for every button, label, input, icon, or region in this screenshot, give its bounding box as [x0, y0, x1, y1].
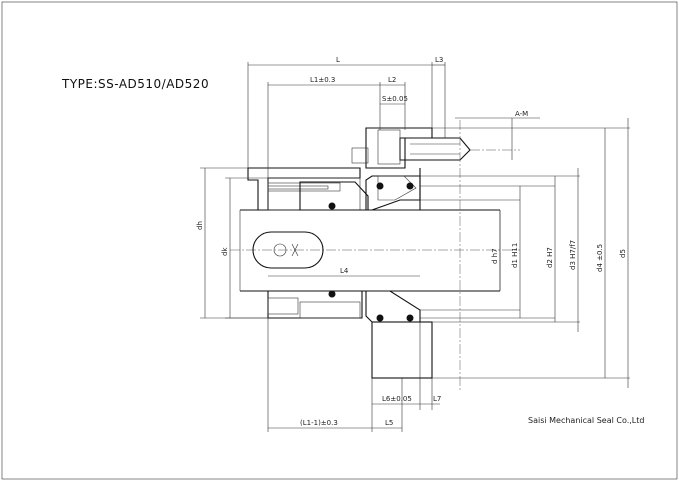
o-ring-lower-3 [406, 314, 414, 322]
key-slot [252, 231, 324, 269]
upper-sleeve [247, 167, 361, 211]
upper-stationary-ring [365, 168, 421, 211]
label-L3: L3 [435, 56, 443, 64]
label-dh: dh [196, 221, 204, 230]
o-ring-upper-3 [406, 182, 414, 190]
drawing-title: TYPE:SS-AD510/AD520 [61, 77, 209, 91]
label-L6: L6±0.05 [382, 395, 412, 403]
label-d3: d3 H7/f7 [569, 240, 577, 270]
label-L1-minus-1: (L1-1)±0.3 [300, 419, 338, 427]
o-ring-lower-2 [376, 314, 384, 322]
lower-gland [371, 321, 433, 379]
gland-bolt [399, 137, 471, 161]
upper-gland [351, 127, 471, 169]
label-d5: d5 [619, 249, 627, 258]
lower-set-screw [267, 297, 299, 315]
upper-rotating-ring [299, 181, 369, 211]
label-L2: L2 [388, 76, 396, 84]
label-L7: L7 [433, 395, 441, 403]
label-L5: L5 [385, 419, 393, 427]
label-d: d h7 [491, 248, 499, 264]
label-d2: d2 H7 [546, 247, 554, 268]
label-d4: d4 ±0.5 [596, 244, 604, 272]
lower-stationary-ring [365, 290, 433, 379]
o-ring-upper-1 [328, 202, 336, 210]
label-dk: dk [221, 247, 229, 256]
dimension-lines [200, 62, 630, 432]
shaft [230, 209, 520, 292]
bolt-head [351, 147, 369, 164]
label-L4: L4 [340, 267, 349, 275]
o-ring-lower-1 [328, 290, 336, 298]
lower-sleeve [267, 290, 363, 319]
o-ring-upper-2 [376, 182, 384, 190]
label-L1: L1±0.3 [310, 76, 335, 84]
label-L: L [336, 56, 340, 64]
set-screw-slot [267, 182, 341, 192]
label-AM: A-M [515, 110, 528, 118]
dimension-labels: L L3 L1±0.3 L2 S±0.05 A-M L4 L6±0.05 L7 … [196, 56, 627, 427]
label-d1: d1 H11 [511, 243, 519, 268]
label-S: S±0.05 [382, 95, 408, 103]
company-name: Saisi Mechanical Seal Co.,Ltd [528, 416, 644, 425]
